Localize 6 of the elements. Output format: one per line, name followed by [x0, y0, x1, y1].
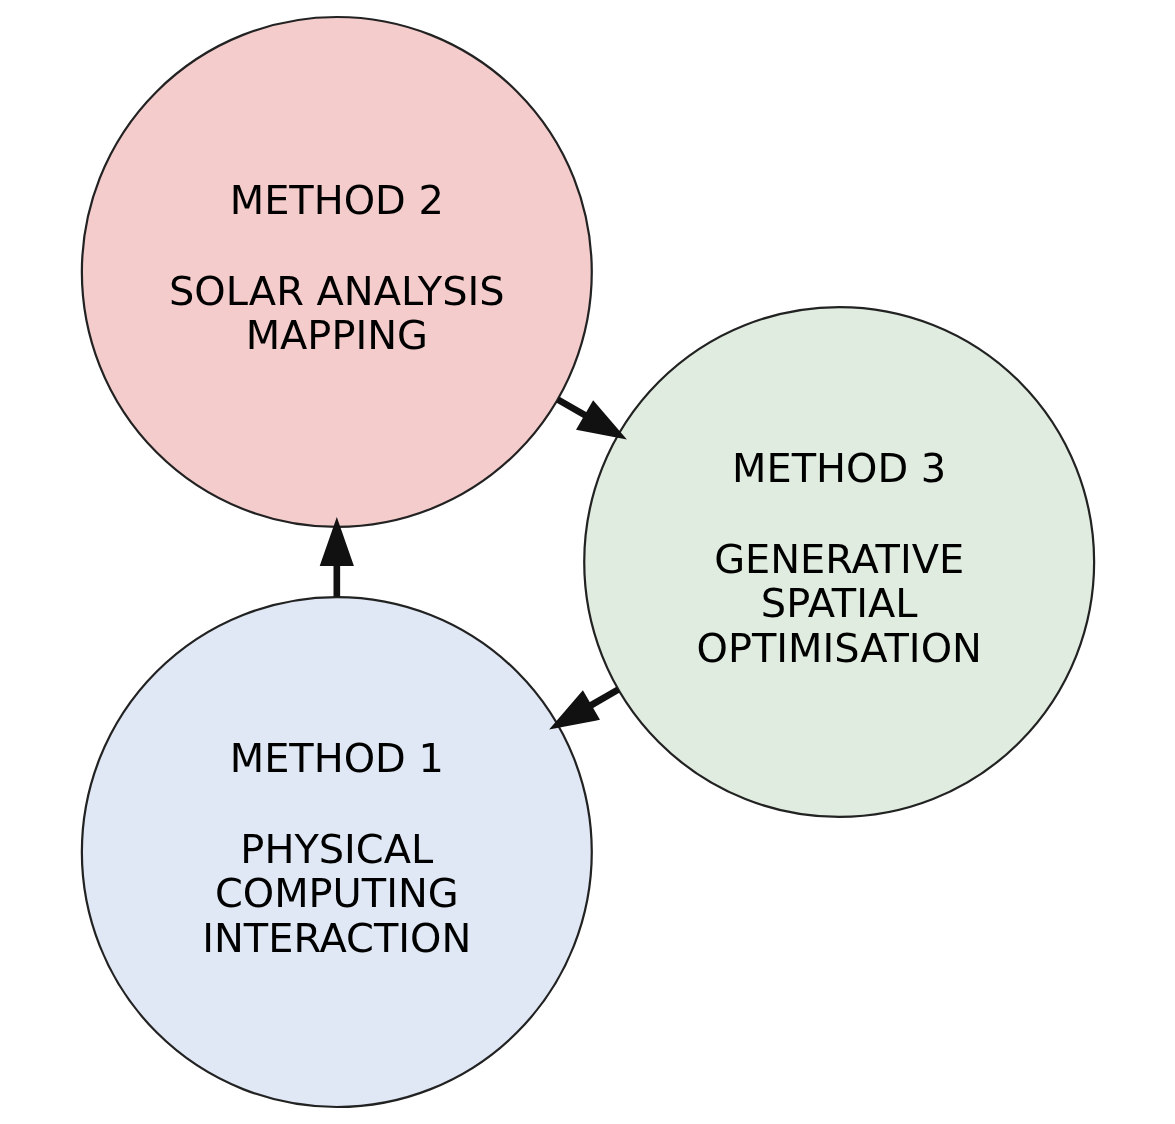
node-circle: METHOD 1 PHYSICAL COMPUTING INTERACTION — [80, 596, 593, 1109]
node-circle: METHOD 3 GENERATIVE SPATIAL OPTIMISATION — [582, 305, 1095, 819]
arrow — [555, 396, 627, 440]
arrow — [548, 686, 620, 730]
node-circle: METHOD 2 SOLAR ANALYSIS MAPPING — [80, 15, 593, 528]
arrow — [319, 517, 354, 597]
